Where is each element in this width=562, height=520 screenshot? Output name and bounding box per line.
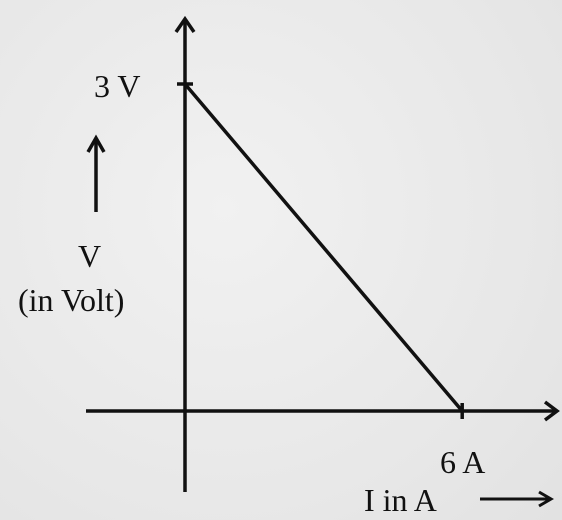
x-tick-label: 6 A <box>440 444 486 480</box>
y-axis-unit-label: (in Volt) <box>18 282 125 318</box>
xlabel-arrowhead <box>538 490 554 508</box>
y-axis-arrowhead <box>174 15 196 33</box>
y-tick-label: 3 V <box>94 68 141 104</box>
x-axis-arrowhead <box>543 400 560 422</box>
ylabel-arrowhead <box>86 134 106 153</box>
x-axis-label: I in A <box>364 482 437 518</box>
y-axis-label: V <box>78 238 102 274</box>
series-line <box>183 82 464 413</box>
